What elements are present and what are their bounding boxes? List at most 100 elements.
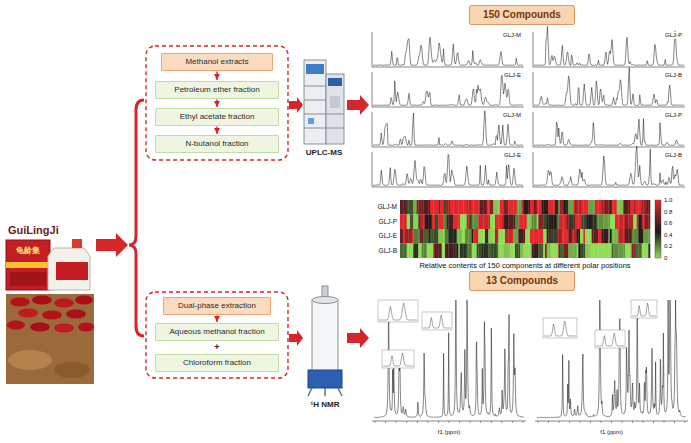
heat-cell: [648, 229, 650, 244]
nmr-spectrum: [385, 421, 386, 423]
nmr-spectrum: [383, 353, 413, 366]
nmr-spectrum: [543, 318, 577, 338]
extract-box: Dual-phase extraction: [163, 297, 271, 315]
sample-label: GLJ-P: [664, 32, 683, 39]
nmr-spectrum: [674, 421, 675, 423]
nmr-spectrum: [653, 421, 654, 423]
fraction-box: Petroleum ether fraction: [155, 81, 279, 99]
node-text: Methanol extracts: [168, 57, 266, 67]
nmr-spectrum: [622, 421, 623, 423]
sample-label: GLJ-B: [664, 152, 683, 159]
node-text: 150 Compounds: [480, 9, 564, 21]
nmr-spectrum: [643, 421, 644, 423]
colorbar: [655, 200, 661, 258]
uplc-instrument: [330, 96, 340, 108]
product-photo: [7, 321, 25, 330]
nmr-spectrum: [664, 421, 665, 423]
nmr-spectrum: [378, 300, 418, 322]
instrument-label: ¹H NMR: [311, 401, 340, 410]
product-photo: [54, 324, 74, 333]
sample-label: GLJ-E: [503, 72, 522, 79]
heatmap: [400, 200, 650, 258]
nmr-spectrum: [580, 421, 581, 423]
product-photo: [42, 311, 62, 320]
chromatogram: [533, 112, 685, 147]
nmr-spectrum: [559, 421, 560, 423]
uplc-instrument: [304, 86, 326, 87]
nmr-spectrum: [590, 421, 591, 423]
sample-label: GLJ-B: [664, 72, 683, 79]
chromatogram: [372, 112, 524, 147]
nmr-spectrum: [459, 421, 460, 423]
flow-arrow: [216, 100, 217, 107]
product-photo: [75, 296, 93, 305]
sample-label: GLJ-M: [502, 112, 522, 119]
chromatogram: [534, 146, 684, 185]
nmr-spectrum: [396, 421, 397, 423]
chromatogram: [372, 32, 524, 67]
nmr-spectrum: [596, 333, 624, 346]
heat-cell: [648, 215, 650, 230]
nmr-spectrum: [379, 303, 417, 320]
node-text: Chloroform fraction: [162, 358, 272, 368]
product-photo: [56, 262, 88, 280]
nmr-spectrum: [569, 421, 570, 423]
chromatogram: [534, 67, 684, 105]
product-name: GuiLingJi: [8, 224, 59, 236]
uplc-instrument: [306, 64, 324, 74]
nmr-spectrum: [537, 300, 686, 418]
heat-cell: [648, 200, 650, 215]
uplc-instrument: [328, 78, 342, 86]
nmr-spectrum: [417, 421, 418, 423]
fraction-box: N-butanol fraction: [155, 135, 279, 153]
fraction-box: Chloroform fraction: [155, 354, 279, 372]
product-photo: [10, 272, 46, 286]
nmr-magnet: [308, 370, 342, 388]
chromatogram: [533, 112, 685, 147]
chromatogram: [534, 119, 684, 146]
heatmap-row-label: GLJ-P: [379, 218, 397, 225]
nmr-spectrum: [538, 421, 539, 423]
flow-arrow: [347, 328, 369, 348]
node-text: Aqueous methanol fraction: [162, 327, 272, 337]
node-text: Ethyl acetate fraction: [162, 112, 272, 122]
nmr-magnet: [312, 297, 338, 304]
nmr-spectrum: [523, 421, 524, 423]
product-photo: [32, 296, 52, 305]
nmr-spectrum: [406, 421, 407, 423]
uplc-instrument: [304, 114, 344, 115]
chromatogram: [533, 152, 685, 187]
fraction-box: Ethyl acetate fraction: [155, 108, 279, 126]
package-text: 龟龄集: [16, 247, 40, 256]
chromatogram: [533, 72, 685, 107]
sample-label: GLJ-P: [664, 112, 683, 119]
chromatogram: [372, 32, 524, 67]
axis-title: f1 (ppm): [438, 429, 460, 436]
nmr-spectrum: [501, 421, 502, 423]
nmr-spectrum: [595, 330, 625, 348]
product-photo: [18, 309, 38, 318]
nmr-spectrum: [470, 421, 471, 423]
uplc-instrument: [304, 100, 326, 101]
colorbar-tick: 1.0: [664, 197, 672, 204]
node-text: Petroleum ether fraction: [162, 85, 272, 95]
dashed-group: [146, 46, 288, 160]
product-photo: [78, 323, 94, 332]
chromatogram: [373, 37, 523, 65]
axis-title: f1 (ppm): [600, 429, 622, 436]
nmr-spectrum: [422, 312, 452, 330]
extract-box: Methanol extracts: [161, 53, 273, 71]
node-text: N-butanol fraction: [162, 139, 272, 149]
nmr-spectrum: [375, 421, 376, 423]
chromatogram: [373, 155, 523, 186]
flow-arrow: [347, 95, 369, 115]
nmr-spectrum: [544, 321, 576, 336]
nmr-spectrum: [601, 421, 602, 423]
product-photo: [30, 323, 50, 332]
nmr-spectrum: [438, 421, 439, 423]
sample-label: GLJ-E: [503, 152, 522, 159]
heatmap-caption: Relative contents of 150 components at d…: [419, 262, 630, 270]
chromatogram: [372, 152, 524, 187]
chromatogram: [373, 111, 523, 146]
